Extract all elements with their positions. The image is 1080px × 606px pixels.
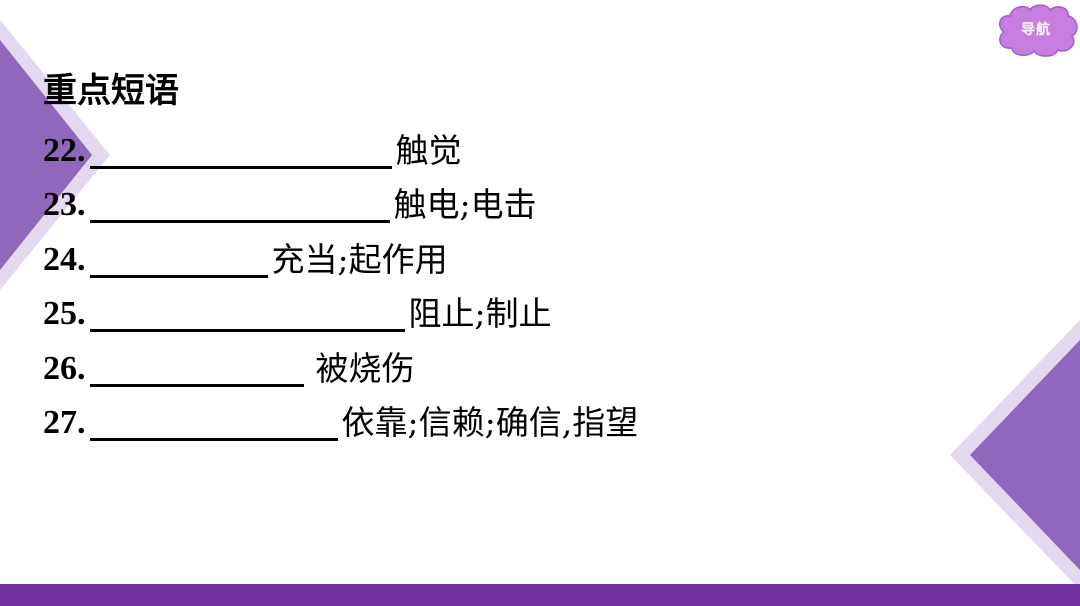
item-number: 23.: [43, 186, 86, 223]
item-meaning: 阻止;制止: [408, 294, 552, 333]
answer-blank[interactable]: [89, 239, 268, 278]
item-meaning: 充当;起作用: [271, 239, 448, 279]
content-area: 重点短语 22. 触觉 23. 触电;电击 24. 充当;起作用 25. 阻止;…: [43, 64, 943, 445]
item-number: 25.: [43, 295, 86, 332]
item-number: 27.: [43, 404, 86, 441]
answer-blank[interactable]: [89, 348, 304, 387]
section-heading: 重点短语: [43, 71, 179, 111]
item-number: 22.: [43, 131, 86, 169]
list-item: 26. 被烧伤: [43, 336, 943, 391]
answer-blank[interactable]: [89, 402, 338, 441]
answer-blank[interactable]: [89, 184, 390, 223]
list-item: 27. 依靠;信赖;确信,指望: [43, 391, 943, 446]
list-item: 24. 充当;起作用: [43, 227, 943, 282]
answer-blank[interactable]: [89, 293, 405, 332]
answer-blank[interactable]: [89, 130, 392, 169]
decorative-right-triangles: [950, 320, 1080, 590]
list-item: 25. 阻止;制止: [43, 282, 943, 337]
item-number: 26.: [43, 349, 86, 387]
cloud-badge-icon: [999, 4, 1078, 57]
item-meaning: 触电;电击: [393, 185, 537, 224]
list-item: 22. 触觉: [43, 118, 943, 173]
nav-label: 导航: [1021, 22, 1051, 38]
bottom-accent-bar: [0, 584, 1080, 606]
list-item: 23. 触电;电击: [43, 173, 943, 228]
item-meaning: 依靠;信赖;确信,指望: [341, 403, 639, 442]
item-number: 24.: [43, 240, 86, 278]
item-meaning: 被烧伤: [315, 348, 415, 388]
nav-button[interactable]: 导航: [996, 4, 1080, 57]
item-meaning: 触觉: [395, 130, 462, 170]
